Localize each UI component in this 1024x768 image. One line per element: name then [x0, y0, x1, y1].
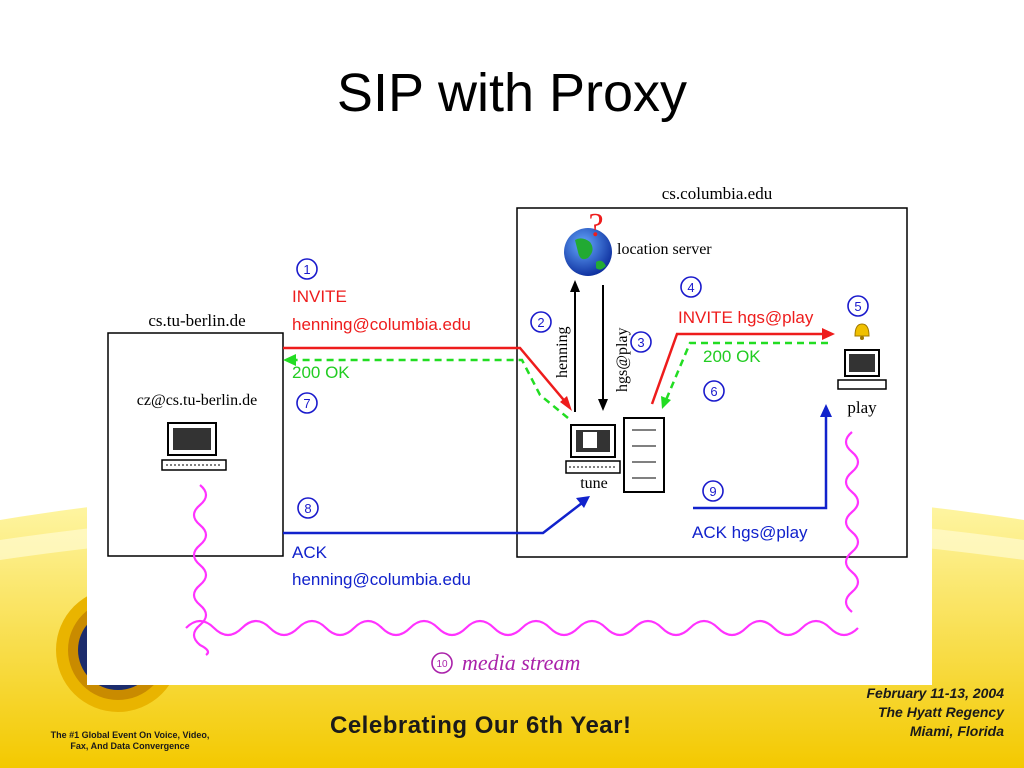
svg-text:9: 9 [709, 484, 716, 499]
slide-title: SIP with Proxy [336, 63, 688, 123]
play-label: play [847, 398, 877, 417]
invite-hgs-arrow [650, 332, 823, 405]
ok-right-text: 200 OK [703, 347, 761, 366]
footer-event-info: February 11-13, 2004 The Hyatt Regency M… [867, 684, 1005, 741]
ack-text: ACK [292, 543, 328, 562]
step-badge-5: 5 [847, 295, 869, 317]
ok-left-text: 200 OK [292, 363, 350, 382]
ok-arrow-right [664, 341, 828, 401]
bell-icon [854, 323, 870, 340]
svg-text:1: 1 [303, 262, 310, 277]
footer-date: February 11-13, 2004 [866, 685, 1005, 701]
ack-arrow [283, 502, 583, 535]
footer-tagline-line1: The #1 Global Event On Voice, Video, [50, 730, 210, 740]
step-badge-10: 10 [431, 652, 453, 674]
step-badge-3: 3 [630, 331, 652, 353]
right-domain-label: cs.columbia.edu [662, 184, 773, 203]
svg-text:7: 7 [303, 396, 310, 411]
footer-location: Miami, Florida [909, 723, 1004, 739]
step-badge-7: 7 [296, 392, 318, 414]
play-computer-icon [837, 349, 887, 390]
diagram-panel [87, 175, 932, 685]
step-badge-8: 8 [297, 497, 319, 519]
invite-address-text: henning@columbia.edu [292, 315, 471, 334]
step-badge-1: 1 [296, 258, 318, 280]
tune-computer-icon [565, 424, 621, 474]
tune-label: tune [580, 475, 608, 492]
svg-text:8: 8 [304, 501, 311, 516]
right-domain-box [516, 207, 908, 558]
svg-text:2: 2 [537, 315, 544, 330]
step-badge-2: 2 [530, 311, 552, 333]
question-mark: ? [588, 207, 603, 244]
henning-label: henning [554, 326, 571, 378]
invite-text: INVITE [292, 287, 347, 306]
step-badge-6: 6 [703, 380, 725, 402]
location-server-label: location server [617, 241, 712, 258]
left-host-label: cz@cs.tu-berlin.de [137, 392, 257, 409]
step-badge-9: 9 [702, 480, 724, 502]
media-stream-text: media stream [462, 650, 580, 675]
left-computer-icon [161, 422, 227, 471]
ack-hgs-arrow [693, 416, 828, 510]
invite-hgs-text: INVITE hgs@play [678, 308, 814, 327]
left-domain-label: cs.tu-berlin.de [148, 311, 245, 330]
footer-tagline-line2: Fax, And Data Convergence [70, 741, 190, 751]
invite-arrow [283, 346, 569, 406]
hgs-play-label: hgs@play [614, 327, 631, 392]
step-badge-4: 4 [680, 276, 702, 298]
footer-tagline: The #1 Global Event On Voice, Video, Fax… [30, 730, 230, 752]
media-stream-path [192, 484, 210, 656]
svg-text:3: 3 [637, 335, 644, 350]
proxy-server-icon [623, 417, 665, 493]
svg-text:6: 6 [710, 384, 717, 399]
ok-arrow-left [296, 358, 569, 419]
footer-celebration: Celebrating Our 6th Year! [330, 712, 632, 739]
ack-hgs-text: ACK hgs@play [692, 523, 808, 542]
svg-text:4: 4 [687, 280, 694, 295]
globe-icon [564, 228, 612, 276]
left-domain-box [107, 332, 284, 557]
svg-text:5: 5 [854, 299, 861, 314]
footer-venue: The Hyatt Regency [877, 704, 1004, 720]
svg-text:10: 10 [436, 659, 448, 670]
ack-address-text: henning@columbia.edu [292, 570, 471, 589]
